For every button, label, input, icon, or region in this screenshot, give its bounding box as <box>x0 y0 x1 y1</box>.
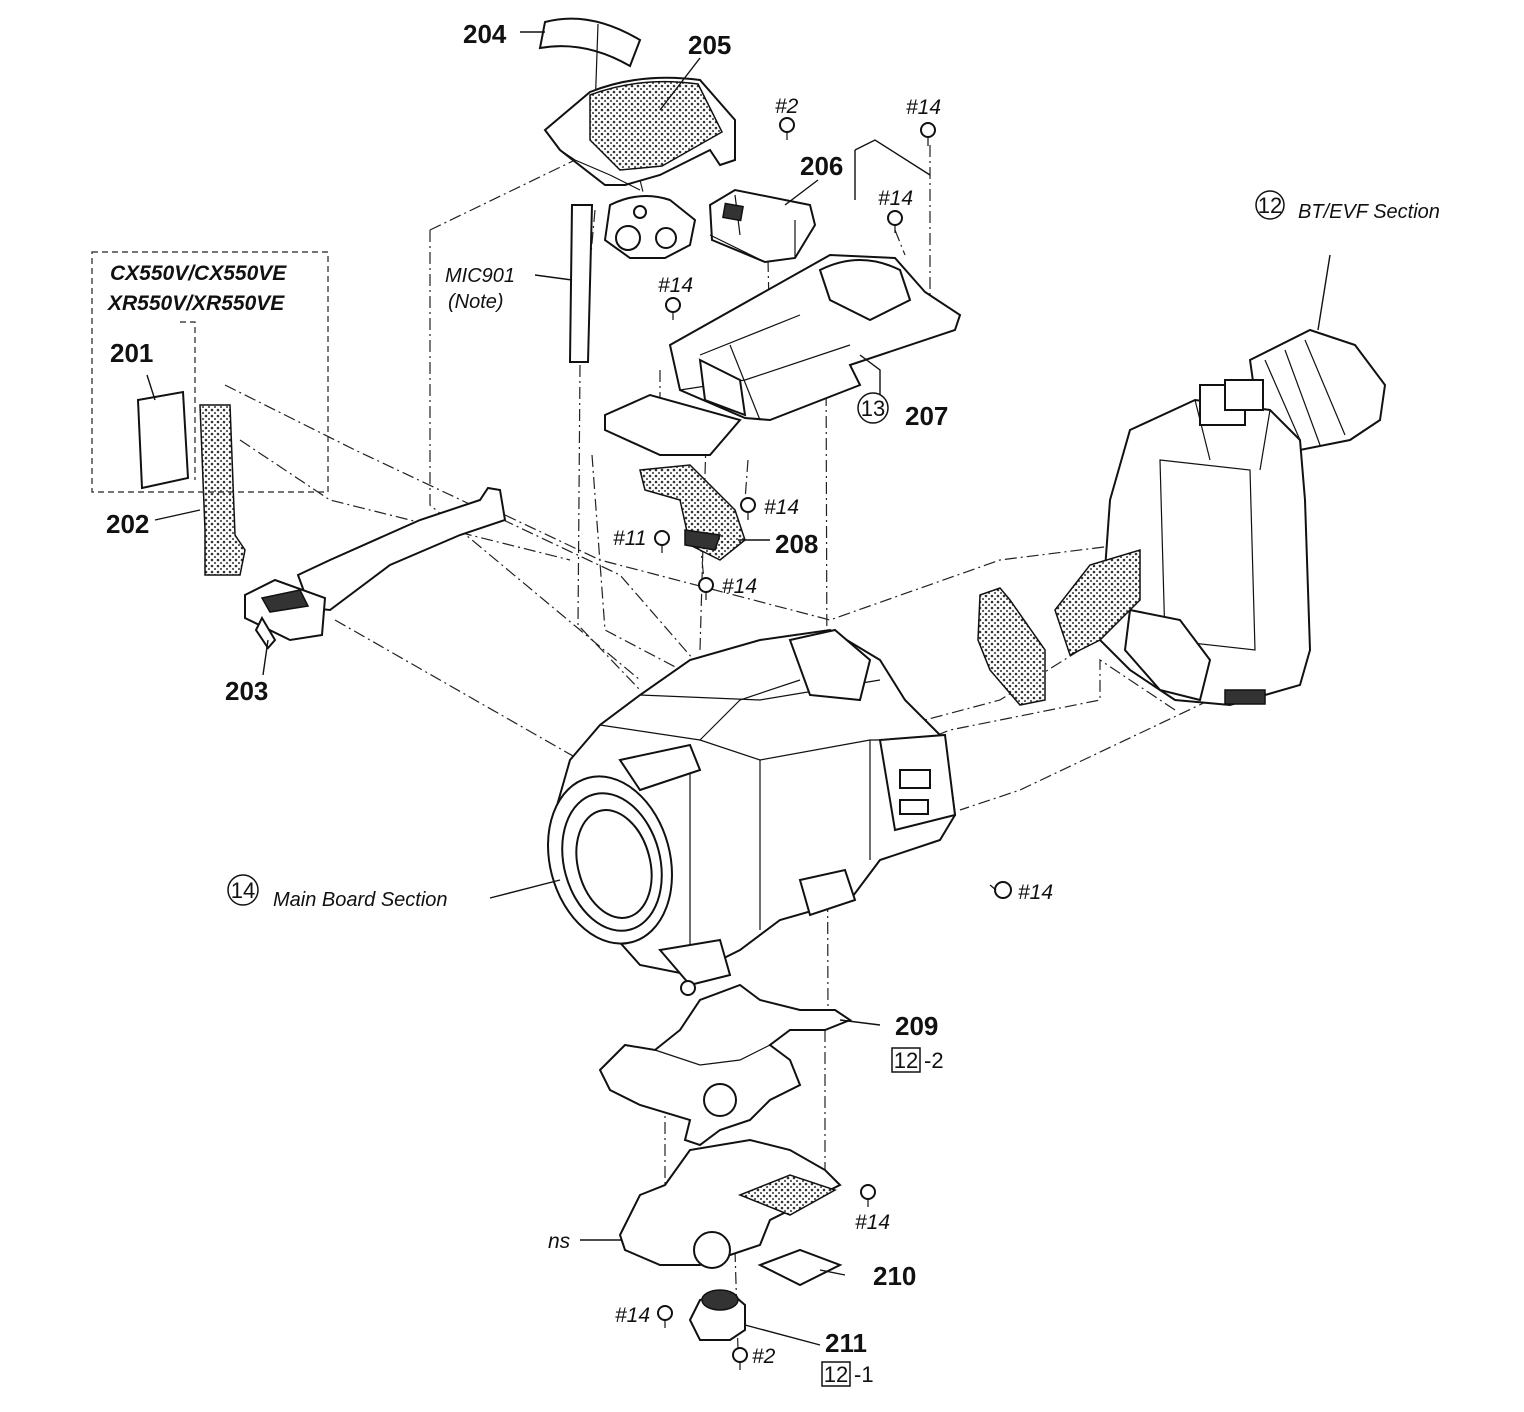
part-210-sheet <box>737 1174 843 1287</box>
screw-icon <box>779 117 795 140</box>
screw-label-14-c: #14 <box>658 274 693 297</box>
part-202-flex-cable <box>199 404 246 576</box>
label-208: 208 <box>775 529 818 559</box>
section-number-14: 14 <box>231 878 255 903</box>
screw-label-2-bottom: #2 <box>752 1345 776 1368</box>
section-callout-13: 13 <box>857 392 889 424</box>
part-201-sheet <box>136 390 190 490</box>
screw-label-14-h: #14 <box>615 1304 650 1327</box>
label-210: 210 <box>873 1261 916 1291</box>
screw-icon <box>860 1184 876 1207</box>
screw-label-2-top: #2 <box>775 95 799 118</box>
section-number-12: 12 <box>1258 193 1282 218</box>
screw-label-14-g: #14 <box>855 1211 890 1234</box>
label-205: 205 <box>688 30 731 60</box>
label-209: 209 <box>895 1011 938 1041</box>
label-202: 202 <box>106 509 149 539</box>
mic901-assembly <box>568 195 697 363</box>
section-label-main-board: Main Board Section <box>273 889 448 911</box>
part-208-bracket <box>639 464 746 561</box>
section-number-13: 13 <box>861 396 885 421</box>
part-209-plate <box>598 983 853 1147</box>
label-211: 211 <box>825 1328 867 1358</box>
screw-icon <box>989 881 1012 899</box>
screw-label-14-d: #14 <box>764 496 799 519</box>
part-205-cover <box>543 76 736 191</box>
screw-label-14-e: #14 <box>722 575 757 598</box>
screw-icon <box>887 210 903 233</box>
screw-icon <box>740 497 756 520</box>
screw-label-11: #11 <box>613 527 646 550</box>
section-label-bt-evf: BT/EVF Section <box>1298 201 1440 223</box>
screw-label-14-a: #14 <box>906 96 941 119</box>
section-callout-bt-evf: 12 BT/EVF Section <box>1255 190 1440 223</box>
mic901-note: (Note) <box>448 291 504 313</box>
screw-icon <box>665 297 681 320</box>
screw-icon <box>732 1347 748 1370</box>
leader-lines <box>146 31 1331 1346</box>
screw-icon <box>920 122 936 146</box>
model-text-line2: XR550V/XR550VE <box>107 292 285 315</box>
model-variant-box: CX550V/CX550VE XR550V/XR550VE <box>91 251 329 493</box>
label-206: 206 <box>800 151 843 181</box>
section-callout-main-board: 14 Main Board Section <box>227 874 448 911</box>
screw-label-14-f: #14 <box>1018 881 1053 904</box>
bt-evf-section-assembly <box>977 328 1387 707</box>
label-204: 204 <box>463 19 507 49</box>
screw-icon <box>654 530 670 553</box>
reference-209: 12 -2 <box>891 1047 944 1073</box>
part-211-speaker <box>688 1289 746 1341</box>
part-207-chassis <box>604 253 962 456</box>
label-201: 201 <box>110 338 153 368</box>
screw-icon <box>657 1305 673 1328</box>
part-203-connector-cable <box>244 486 507 650</box>
screw-icon <box>698 577 714 600</box>
screw-label-14-b: #14 <box>878 187 913 210</box>
mic901-label: MIC901 <box>445 265 515 287</box>
ns-label: ns <box>548 1230 571 1253</box>
reference-211-box: 12 <box>824 1362 848 1387</box>
screw-icons <box>654 117 1012 1370</box>
model-text-line1: CX550V/CX550VE <box>110 262 287 285</box>
reference-209-box: 12 <box>894 1048 918 1073</box>
main-board-section-assembly <box>547 628 957 996</box>
part-206-bracket <box>708 188 817 264</box>
label-203: 203 <box>225 676 268 706</box>
reference-211-suffix: -1 <box>854 1362 874 1387</box>
label-207: 207 <box>905 401 948 431</box>
reference-209-suffix: -2 <box>924 1048 944 1073</box>
reference-211: 12 -1 <box>821 1361 874 1387</box>
